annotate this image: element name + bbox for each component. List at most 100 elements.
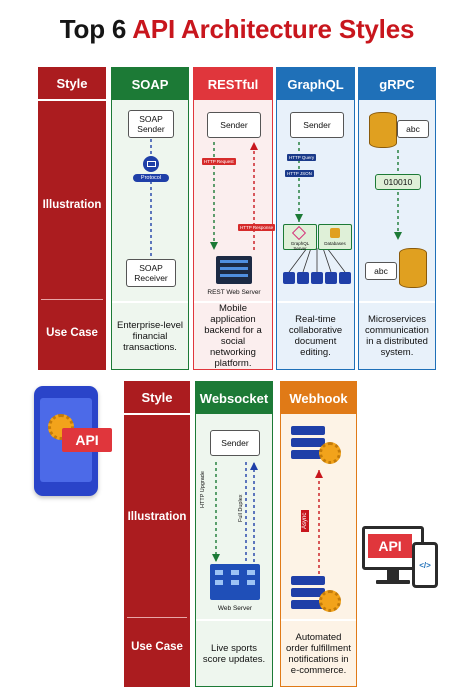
websocket-column: Websocket Sender HTTP Upgrade Full Duple… [195, 381, 273, 687]
webhook-use-case: Automated order fulfillment notification… [281, 621, 356, 686]
style-header-top: Style [38, 67, 106, 99]
server-top-icon [291, 426, 325, 460]
soap-receiver-box: SOAP Receiver [126, 259, 176, 287]
graphql-server-box: GraphQL Server [283, 224, 317, 251]
node-icon [297, 272, 309, 284]
full-duplex-label: Full Duplex [238, 494, 244, 522]
row-divider [41, 299, 103, 300]
style-body-top: Illustration Use Case [38, 101, 106, 370]
websocket-sender-box: Sender [210, 430, 260, 456]
mobile-code-icon: </> [412, 542, 438, 588]
monitor-base [376, 580, 410, 584]
envelope-icon [143, 156, 159, 172]
title-prefix: Top 6 [59, 14, 133, 44]
websocket-use-case-text: Live sports score updates. [202, 642, 266, 665]
node-icon [311, 272, 323, 284]
soap-illustration: SOAP Sender Protocol SOAP Receiver [112, 100, 188, 301]
websocket-use-case: Live sports score updates. [196, 621, 272, 686]
rest-sender-box: Sender [207, 112, 261, 138]
restful-illustration: Sender HTTP Request HTTP Response REST W… [194, 100, 276, 301]
illustration-row-label-bottom: Illustration [127, 511, 187, 523]
webhook-use-case-text: Automated order fulfillment notification… [286, 631, 351, 676]
graphql-column: GraphQL Sender HTTP Query HTTP JSON Grap… [276, 67, 355, 370]
graphql-header: GraphQL [277, 68, 354, 100]
websocket-sender-label: Sender [221, 438, 249, 448]
soap-header: SOAP [112, 68, 188, 100]
monitor-api-badge: API [368, 534, 412, 558]
soap-column: SOAP SOAP Sender Protocol SOAP Receiver … [111, 67, 189, 370]
restful-use-case-text: Mobile application backend for a social … [204, 303, 262, 369]
restful-header-label: RESTful [207, 76, 259, 92]
protocol-badge: Protocol [133, 174, 169, 182]
encoded-binary-text: 010010 [383, 177, 413, 187]
http-query-tag: HTTP Query [287, 154, 317, 161]
style-header-bottom-label: Style [141, 389, 173, 405]
graphql-sender-box: Sender [290, 112, 344, 138]
restful-use-case: Mobile application backend for a social … [194, 303, 272, 369]
websocket-illustration: Sender HTTP Upgrade Full Duplex Web Serv… [196, 414, 272, 619]
grpc-top-label: abc [397, 120, 429, 138]
monitor-api-icon: API </> [362, 526, 442, 598]
node-icon [339, 272, 351, 284]
grpc-flow-arrows [394, 150, 402, 240]
gear-icon [319, 590, 341, 612]
grpc-bottom-text: abc [374, 266, 388, 276]
graphql-illustration: Sender HTTP Query HTTP JSON GraphQL Serv… [277, 100, 354, 301]
graphql-query-arrows [288, 142, 346, 273]
style-header-label: Style [56, 75, 88, 91]
soap-use-case-text: Enterprise-level financial transactions. [117, 319, 183, 353]
monitor-stand [387, 570, 399, 580]
style-column-top: Style Illustration Use Case [38, 67, 106, 370]
node-icon [325, 272, 337, 284]
graphql-sender-label: Sender [303, 120, 331, 130]
phone-api-icon: API [34, 386, 112, 496]
webhook-async-arrow [315, 470, 323, 574]
soap-use-case: Enterprise-level financial transactions. [112, 303, 188, 369]
http-upgrade-label: HTTP Upgrade [200, 471, 206, 508]
async-tag: Async [301, 509, 309, 532]
grpc-use-case: Microservices communication in a distrib… [359, 303, 435, 369]
websocket-header-label: Websocket [199, 390, 269, 406]
rest-server-label: REST Web Server [207, 289, 261, 296]
node-icon [283, 272, 295, 284]
grpc-column: gRPC abc 010010 abc Microservices commun… [358, 67, 436, 370]
code-icon: </> [419, 560, 431, 570]
restful-column: RESTful Sender HTTP Request HTTP Respons… [193, 67, 276, 370]
graphql-header-label: GraphQL [287, 76, 344, 92]
websocket-server-label: Web Server [217, 605, 253, 612]
graphql-nodes [281, 272, 353, 286]
style-column-bottom: Style Illustration Use Case [124, 381, 190, 687]
graphql-server-label: GraphQL Server [290, 241, 310, 251]
page-title: Top 6 API Architecture Styles [0, 14, 474, 45]
row-divider-bottom [127, 617, 187, 618]
grpc-top-text: abc [406, 124, 420, 134]
rest-sender-label: Sender [220, 120, 248, 130]
use-case-row-label-bottom: Use Case [131, 641, 183, 653]
use-case-row-label: Use Case [46, 327, 98, 339]
webhook-header-label: Webhook [289, 390, 348, 406]
soap-sender-box: SOAP Sender [128, 110, 174, 138]
database-icon [330, 228, 340, 238]
webhook-header: Webhook [281, 382, 356, 414]
grpc-bottom-label: abc [365, 262, 397, 280]
server-bottom-icon [291, 576, 325, 610]
webhook-illustration: Async [281, 414, 356, 619]
http-json-tag: HTTP JSON [285, 170, 314, 177]
graphql-use-case: Real-time collaborative document editing… [277, 303, 354, 369]
grpc-header-label: gRPC [379, 76, 415, 92]
soap-sender-label: SOAP Sender [137, 114, 165, 134]
databases-label: Databases [324, 241, 346, 246]
websocket-header: Websocket [196, 382, 272, 414]
webhook-column: Webhook Async Automated order fulfillmen… [280, 381, 357, 687]
grpc-header: gRPC [359, 68, 435, 100]
databases-box: Databases [318, 224, 352, 250]
soap-receiver-label: SOAP Receiver [134, 263, 168, 283]
http-request-tag: HTTP Request [202, 158, 236, 165]
style-header-bottom: Style [124, 381, 190, 413]
database-top-icon [369, 112, 397, 148]
building-icon [210, 564, 260, 600]
server-rack-icon [216, 256, 252, 284]
soap-header-label: SOAP [131, 76, 169, 92]
style-body-bottom: Illustration Use Case [124, 415, 190, 687]
graphql-logo-icon [291, 225, 307, 241]
